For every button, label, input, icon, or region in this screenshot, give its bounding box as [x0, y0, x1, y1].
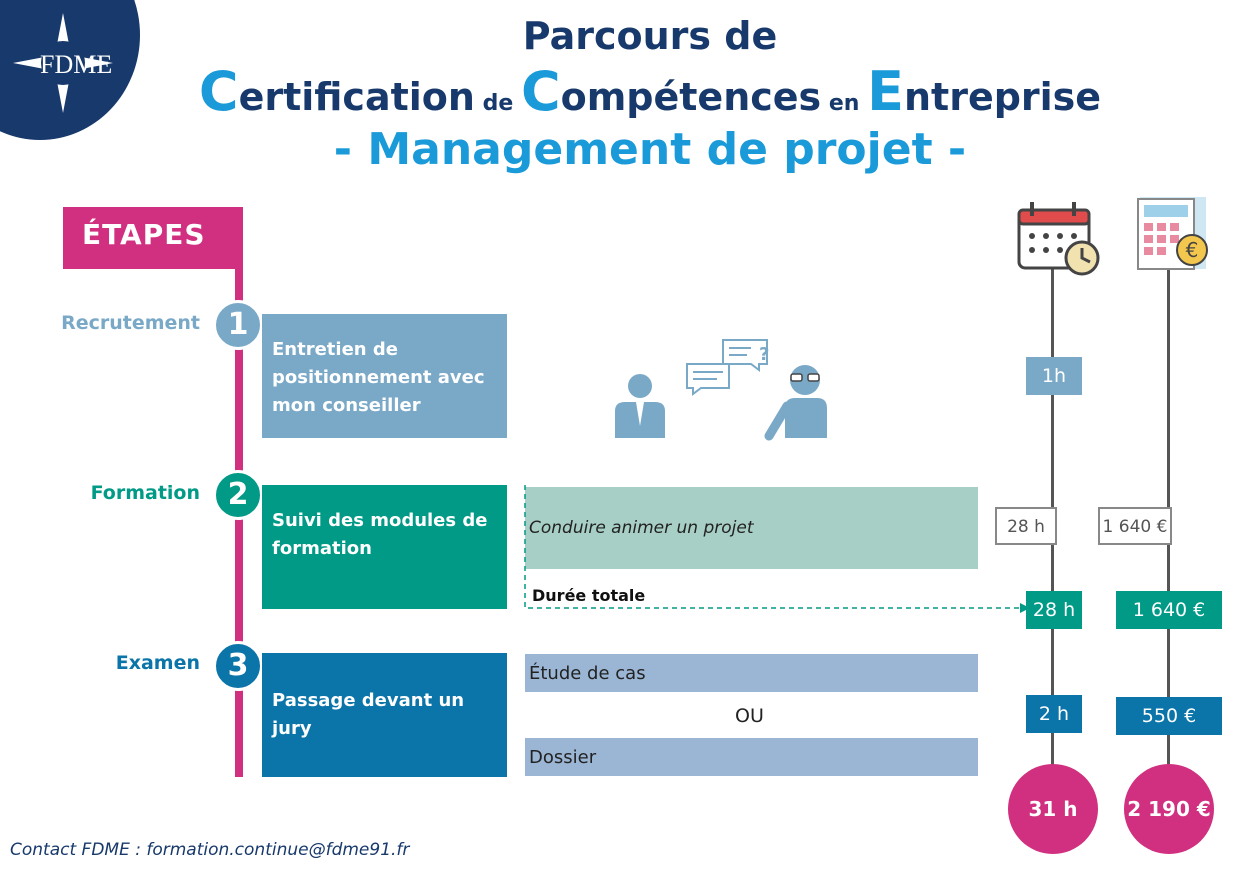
- stage-label-recrutement: Recrutement: [61, 312, 200, 334]
- module-duration: 28 h: [995, 507, 1057, 545]
- etapes-flag: [63, 207, 243, 269]
- stage-3-duration: 2 h: [1026, 695, 1082, 733]
- title-line2-segment: de: [474, 91, 521, 116]
- module-bar: Conduire animer un projet: [525, 487, 978, 569]
- stage-number-1: 1: [213, 300, 263, 350]
- title-line2-segment: ntreprise: [903, 75, 1102, 119]
- title-line2-segment: ertification: [238, 75, 475, 119]
- option-case-study: Étude de cas: [525, 654, 978, 692]
- speech-bubbles-icon: ?: [686, 339, 769, 396]
- learner-person-icon: [764, 365, 827, 441]
- option-dossier: Dossier: [525, 738, 978, 776]
- calculator-euro-icon: €: [1137, 197, 1208, 270]
- title-line1: Parcours de: [522, 14, 778, 58]
- total-duration-connector: [524, 485, 1030, 613]
- total-duration: 31 h: [1008, 764, 1098, 854]
- stage-number-2: 2: [213, 470, 263, 520]
- contact-info: Contact FDME : formation.continue@fdme91…: [10, 840, 410, 860]
- logo-text: FDME: [40, 50, 113, 79]
- stage-box-3: Passage devant un jury: [262, 653, 507, 777]
- title-line2-segment: en: [821, 91, 868, 116]
- title-line2-segment: ompétences: [560, 75, 822, 119]
- advisor-person-icon: [615, 374, 665, 438]
- stage-label-examen: Examen: [115, 652, 200, 674]
- title-line2-segment: C: [198, 60, 239, 123]
- stage-label-formation: Formation: [90, 482, 200, 504]
- etapes-label: ÉTAPES: [82, 218, 206, 251]
- stage-number-3: 3: [213, 641, 263, 691]
- title-line2: Certification de Compétences en Entrepri…: [0, 60, 1240, 123]
- stage-box-2: Suivi des modules de formation: [262, 485, 507, 609]
- svg-text:€: €: [1186, 238, 1199, 262]
- stage-3-price: 550 €: [1116, 697, 1222, 735]
- subtitle: - Management de projet -: [333, 124, 967, 175]
- total-duration-label: Durée totale: [532, 586, 646, 605]
- svg-text:?: ?: [759, 344, 769, 365]
- title-line2-segment: E: [867, 60, 904, 123]
- stage-2-price: 1 640 €: [1116, 591, 1222, 629]
- total-price: 2 190 €: [1124, 764, 1214, 854]
- calendar-clock-icon: [1017, 202, 1100, 276]
- or-label: OU: [735, 705, 764, 727]
- stage-1-duration: 1h: [1026, 357, 1082, 395]
- compass-star-icon: [13, 13, 113, 113]
- stage-box-1: Entretien de positionnement avec mon con…: [262, 314, 507, 438]
- stage-2-duration: 28 h: [1026, 591, 1082, 629]
- module-price: 1 640 €: [1098, 507, 1172, 545]
- interview-illustration: ?: [615, 339, 827, 441]
- title-line2-segment: C: [520, 60, 561, 123]
